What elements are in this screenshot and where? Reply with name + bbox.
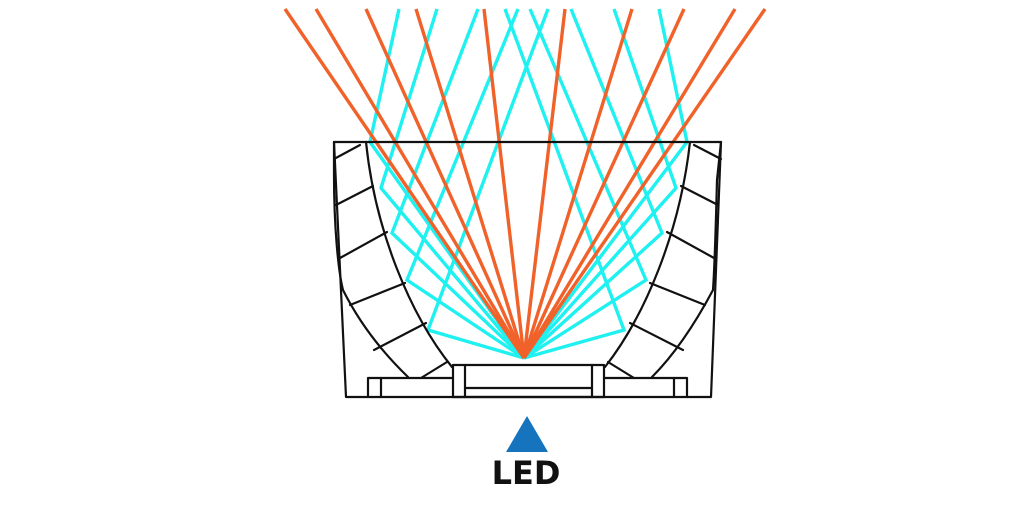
lens-left-reflector-surface: [364, 140, 454, 369]
direct-ray-4: [414, 8, 526, 359]
lens-outer-outline: [332, 140, 723, 399]
reflected-ray-8: [522, 8, 665, 360]
direct-ray-2: [314, 8, 526, 359]
direct-ray-9: [522, 8, 737, 359]
lens-right-outer-wall: [650, 140, 723, 379]
direct-rays: [283, 8, 767, 359]
direct-ray-8: [522, 8, 686, 359]
reflected-ray-5: [425, 8, 550, 360]
lens-left-outer-wall: [332, 140, 410, 379]
lens-right-ribs: [606, 143, 723, 380]
direct-ray-1: [283, 8, 526, 359]
reflected-ray-2: [379, 8, 526, 360]
reflected-ray-4: [404, 8, 525, 360]
reflected-ray-7: [522, 8, 678, 360]
direct-ray-3: [364, 8, 526, 359]
reflected-ray-10: [503, 8, 627, 360]
direct-ray-5: [482, 8, 526, 359]
led-label: LED: [492, 454, 561, 492]
lens-led-cavity: [451, 363, 606, 399]
tir-lens: [332, 140, 723, 399]
direct-ray-10: [522, 8, 767, 359]
triangle-up-icon: [506, 416, 548, 452]
lens-base-left-flange: [366, 376, 455, 399]
reflected-ray-9: [523, 8, 649, 360]
reflected-ray-3: [390, 8, 526, 360]
lens-right-reflector-surface: [603, 140, 692, 369]
lens-left-ribs: [332, 143, 449, 380]
direct-ray-6: [522, 8, 567, 359]
direct-ray-7: [522, 8, 634, 359]
lens-base-right-flange: [602, 376, 689, 399]
